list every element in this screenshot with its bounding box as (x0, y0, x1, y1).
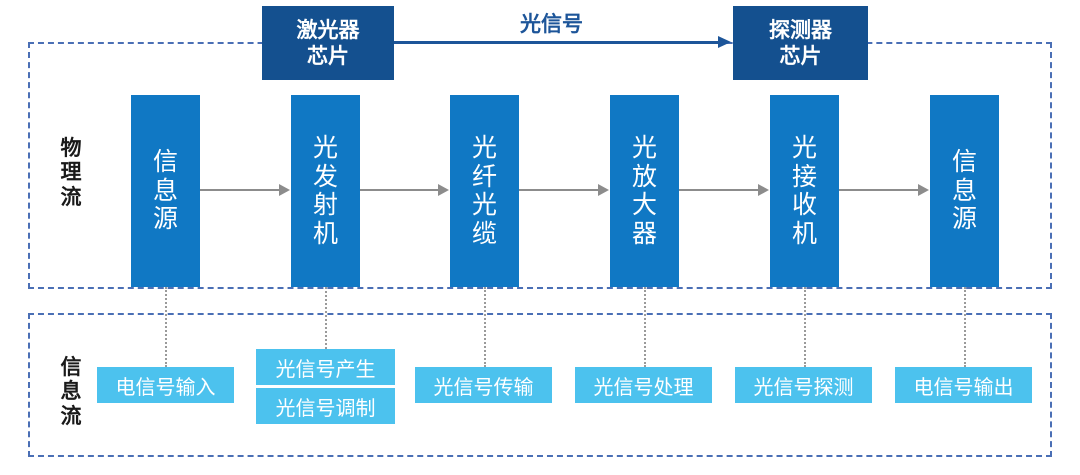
lane-label-information-flow: 信息流 (60, 355, 82, 428)
lane-label-physical-flow: 物理流 (60, 136, 82, 209)
process-box-6-label: 信息源 (951, 147, 977, 234)
connector-1-2-arrow-icon (279, 184, 290, 196)
chip-box-laser-label: 激光器芯片 (296, 17, 360, 68)
tag-optical-signal-generation-label: 光信号产生 (275, 356, 376, 381)
tag-optical-signal-modulation[interactable]: 光信号调制 (256, 388, 395, 424)
connector-4-5-arrow-icon (758, 184, 769, 196)
tag-optical-signal-transmission[interactable]: 光信号传输 (415, 367, 552, 403)
connector-1-2 (200, 189, 280, 191)
process-box-5[interactable]: 光接收机 (770, 95, 839, 287)
process-box-6[interactable]: 信息源 (930, 95, 999, 287)
process-box-3[interactable]: 光纤光缆 (450, 95, 519, 287)
connector-4-5 (679, 189, 759, 191)
tag-electrical-signal-output-label: 电信号输出 (913, 374, 1014, 399)
connector-3-4 (519, 189, 599, 191)
dropper-6 (964, 287, 966, 367)
connector-5-6 (839, 189, 919, 191)
tag-optical-signal-detection-label: 光信号探测 (753, 374, 854, 399)
optical-signal-arrow-line (394, 41, 720, 44)
optical-signal-label: 光信号 (520, 12, 583, 36)
process-box-2[interactable]: 光发射机 (291, 95, 360, 287)
tag-optical-signal-modulation-label: 光信号调制 (275, 395, 376, 420)
process-box-4[interactable]: 光放大器 (610, 95, 679, 287)
dropper-4 (644, 287, 646, 367)
process-box-5-label: 光接收机 (791, 133, 817, 248)
connector-2-3 (360, 189, 439, 191)
tag-optical-signal-processing[interactable]: 光信号处理 (575, 367, 712, 403)
chip-box-detector[interactable]: 探测器芯片 (733, 6, 868, 80)
connector-2-3-arrow-icon (438, 184, 449, 196)
chip-box-laser[interactable]: 激光器芯片 (262, 6, 394, 80)
dropper-3 (484, 287, 486, 367)
dropper-1 (165, 287, 167, 367)
tag-electrical-signal-input[interactable]: 电信号输入 (97, 367, 234, 403)
tag-optical-signal-transmission-label: 光信号传输 (433, 374, 534, 399)
tag-electrical-signal-input-label: 电信号输入 (115, 374, 216, 399)
tag-optical-signal-generation[interactable]: 光信号产生 (256, 349, 395, 385)
connector-3-4-arrow-icon (598, 184, 609, 196)
tag-optical-signal-detection[interactable]: 光信号探测 (735, 367, 872, 403)
process-box-4-label: 光放大器 (631, 133, 657, 248)
process-box-3-label: 光纤光缆 (471, 133, 497, 248)
process-box-1-label: 信息源 (152, 147, 178, 234)
process-box-1[interactable]: 信息源 (131, 95, 200, 287)
dropper-2 (325, 287, 327, 349)
process-box-2-label: 光发射机 (312, 133, 338, 248)
tag-electrical-signal-output[interactable]: 电信号输出 (895, 367, 1032, 403)
dropper-5 (804, 287, 806, 367)
chip-box-detector-label: 探测器芯片 (769, 17, 832, 68)
tag-optical-signal-processing-label: 光信号处理 (593, 374, 694, 399)
connector-5-6-arrow-icon (918, 184, 929, 196)
lane-information-flow (28, 313, 1052, 457)
optical-signal-arrow-head-icon (718, 36, 731, 48)
